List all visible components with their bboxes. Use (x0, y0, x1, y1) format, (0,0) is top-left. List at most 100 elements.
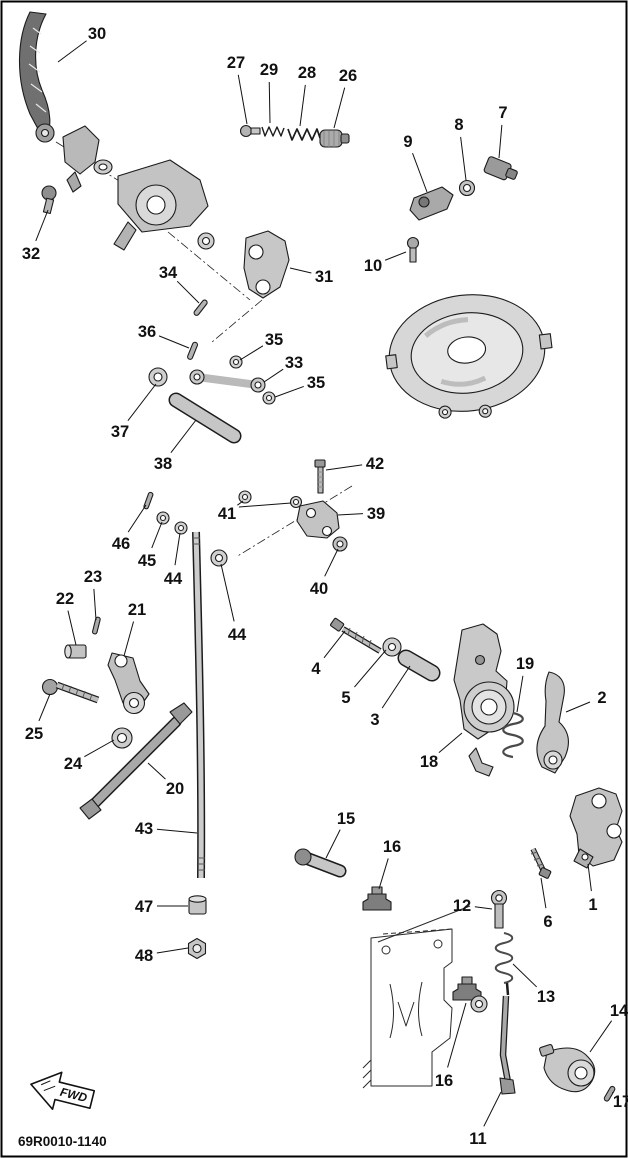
part-label-14: 14 (610, 1002, 628, 1020)
part-label-39: 39 (367, 505, 385, 523)
part-7-fitting (483, 156, 518, 181)
leader-line-46 (127, 504, 147, 533)
part-label-17: 17 (613, 1093, 628, 1111)
part-6-bolt (530, 847, 552, 879)
part-34-pin (193, 299, 208, 316)
part-14-lever (539, 1044, 596, 1093)
throttle-mount-assembly (62, 125, 215, 251)
part-label-23: 23 (84, 568, 102, 586)
part-label-47: 47 (135, 898, 153, 916)
leader-line-32 (35, 209, 49, 242)
part-label-26: 26 (339, 67, 357, 85)
part-label-9: 9 (403, 133, 412, 151)
part-label-16: 16 (383, 838, 401, 856)
part-48-nut (187, 937, 207, 960)
part-41-washer (238, 490, 303, 509)
magneto-base-plate (385, 294, 553, 419)
part-22-collar (64, 644, 87, 659)
part-label-25: 25 (25, 725, 43, 743)
part-label-36: 36 (138, 323, 156, 341)
leader-line-15 (325, 829, 341, 859)
centerline (211, 299, 263, 343)
leader-line-2 (565, 701, 591, 713)
leader-line-19 (516, 675, 524, 713)
part-27-screw (239, 124, 261, 138)
leader-line-37 (127, 383, 157, 421)
part-44-washer (174, 521, 188, 535)
leader-line-24 (84, 739, 115, 758)
part-label-1: 1 (588, 896, 597, 914)
part-16-grommet (452, 976, 488, 1013)
part-9-lever (409, 186, 454, 221)
part-label-43: 43 (135, 820, 153, 838)
part-label-5: 5 (341, 689, 350, 707)
leader-line-44 (220, 563, 235, 622)
leader-line-27 (237, 74, 248, 125)
diagram-code: 69R0010-1140 (18, 1134, 107, 1149)
leader-line-18 (438, 732, 463, 753)
part-4-bolt (330, 617, 382, 654)
part-45-washer (156, 511, 170, 525)
part-label-21: 21 (128, 601, 146, 619)
part-label-27: 27 (227, 54, 245, 72)
part-label-4: 4 (311, 660, 321, 678)
part-label-45: 45 (138, 552, 156, 570)
part-39-plate (296, 500, 340, 539)
part-13-spring-rod (494, 932, 514, 996)
leader-line-13 (512, 963, 538, 988)
leader-line-42 (325, 464, 363, 471)
part-43-rod (192, 531, 206, 879)
leader-line-44 (174, 532, 181, 566)
part-label-16: 16 (435, 1072, 453, 1090)
part-label-40: 40 (310, 580, 328, 598)
leader-line-7 (498, 124, 503, 159)
part-3-collar (397, 649, 441, 682)
leader-line-36 (158, 335, 190, 349)
part-23-pin (91, 616, 101, 635)
leader-line-41 (237, 500, 244, 506)
part-label-34: 34 (159, 264, 178, 282)
part-31-bracket (243, 230, 290, 299)
part-15-rod (294, 848, 347, 878)
leader-line-20 (147, 762, 166, 780)
part-47-collar (188, 895, 207, 915)
centerline (167, 231, 251, 301)
part-18-cam-bracket (453, 623, 515, 777)
part-26-adjuster (319, 129, 350, 148)
part-label-31: 31 (315, 268, 333, 286)
leader-line-28 (299, 84, 306, 127)
part-label-28: 28 (298, 64, 316, 82)
part-12-link (490, 889, 508, 929)
leader-line-33 (263, 368, 284, 383)
leader-line-29 (268, 81, 271, 124)
part-label-44: 44 (228, 626, 247, 644)
part-30-lever (18, 11, 55, 143)
part-40-nut (332, 536, 348, 552)
part-46-pin (143, 491, 154, 510)
part-2-lever (536, 671, 569, 774)
leader-line-5 (354, 649, 387, 688)
part-label-19: 19 (516, 655, 534, 673)
part-label-20: 20 (166, 780, 184, 798)
part-35-washer (229, 355, 243, 369)
leader-line-1 (587, 863, 592, 892)
part-label-6: 6 (543, 913, 552, 931)
leader-line-11 (483, 1091, 502, 1127)
leader-line-45 (151, 521, 163, 549)
leader-line-8 (460, 136, 467, 181)
leader-line-4 (323, 630, 346, 659)
part-33-link (189, 369, 266, 393)
part-label-32: 32 (22, 245, 40, 263)
part-label-10: 10 (364, 257, 382, 275)
part-44-washer (210, 549, 228, 567)
leader-line-21 (123, 621, 135, 657)
part-16-grommet (362, 886, 392, 911)
part-36-pin (187, 341, 199, 360)
leader-line-39 (337, 513, 364, 516)
leader-line-25 (38, 693, 51, 722)
part-19-spring (502, 711, 524, 759)
leader-line-43 (156, 828, 198, 834)
leader-line-6 (540, 877, 547, 909)
